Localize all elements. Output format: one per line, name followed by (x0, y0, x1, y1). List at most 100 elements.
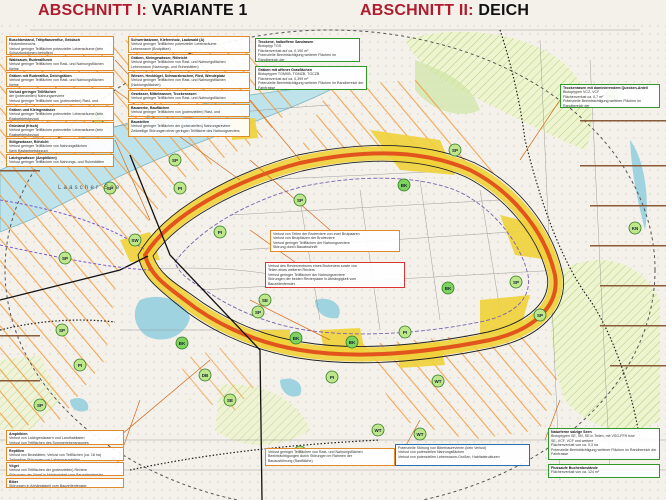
note-bottom-right-1-line: Flächenverlust von ca. 0,3 ha (551, 443, 598, 448)
lake-label: Laascher See (58, 185, 122, 191)
code-marker-label: PI (218, 230, 222, 235)
note-left-8-heading: Laichgewässer (Amphibien) (9, 156, 57, 160)
note-bottom-left-1-heading: Amphibien (9, 432, 28, 436)
code-marker: SP (33, 398, 47, 412)
code-marker: SW (128, 233, 142, 247)
code-marker: SP (251, 305, 265, 319)
code-marker-label: BK (179, 341, 186, 346)
section-2-title: ABSCHNITT II: DEICH (360, 2, 529, 20)
note-bottom-right-2-heading: Flussaufe Buchenbestände (551, 466, 598, 470)
note-bottom-mid-line: Bauausführung (Rastfläche) (268, 458, 313, 463)
note-bottom-blue-line: Potenzielle Störung von Biberbaurevieren… (398, 446, 487, 450)
note-bottom-left-3-line: Verlust von Teilflächen der (potenzielle… (9, 468, 87, 473)
dike-outer-edge (137, 144, 565, 364)
note-left-4-heading: Verlust geringer Teilflächen (9, 90, 56, 94)
code-marker: KN (628, 221, 642, 235)
note-left-3-heading: Gräben mit Ruderalflur, Deichgräben (9, 74, 72, 78)
note-left-4-line: Verlust geringer Teilflächen von (potenz… (9, 98, 99, 103)
code-marker: SP (168, 153, 182, 167)
study-area-boundary (4, 29, 656, 500)
note-left-5-line: Verlust geringer Teilflächen potenzielle… (9, 112, 104, 117)
note-green-1-line: Biotoptyp TGS (258, 44, 282, 49)
code-marker-label: PI (78, 363, 82, 368)
note-mid-4-line: Verlust geringer Teilflächen von Rast- u… (131, 96, 226, 101)
code-marker: BK (345, 335, 359, 349)
note-center-1-line: Verlust von Teilen der Brutreviere von z… (273, 232, 360, 236)
code-marker-label: SP (107, 186, 113, 191)
note-mid-2-heading: Gräben, Kleingewässer, Röhricht (131, 56, 188, 60)
code-marker: PI (213, 225, 227, 239)
code-marker-label: PI (403, 330, 407, 335)
note-green-1-line: Potenzielle Beeinträchtigung weiterer Fl… (258, 53, 336, 62)
note-bottom-left-4-heading: Biber (9, 480, 19, 484)
section-2-name: DEICH (478, 2, 530, 19)
code-marker-label: BK (349, 340, 356, 345)
note-left-8-line: Verlust geringer Teilflächen von Nahrung… (9, 160, 105, 165)
note-right-top: Trockenrasen mit dominierendem Quecken-A… (560, 84, 660, 108)
note-center-2-line: Verlust des Revierzentrums eines Brutrev… (268, 264, 357, 268)
code-marker: BK (397, 178, 411, 192)
code-marker: SP (293, 193, 307, 207)
dike-line (142, 151, 558, 357)
note-center-2: Verlust des Revierzentrums eines Brutrev… (265, 262, 405, 288)
note-mid-1-line: Lebensraum (Brutplätze) (131, 46, 171, 51)
note-bottom-left-1-line: Verlust von Laichgewässern und Landhabit… (9, 436, 85, 441)
code-marker: BK (289, 331, 303, 345)
note-mid-2-line: Verlust geringer Teilflächen von Rast- u… (131, 60, 226, 65)
code-marker: WT (431, 374, 445, 388)
note-mid-5-line: Nahrungsflächen (131, 114, 159, 117)
code-marker: SP (55, 323, 69, 337)
code-marker: SE (258, 293, 272, 307)
note-mid-1: Schwerlastzone, Kiefernholz, Laubwald (A… (128, 36, 250, 53)
section-2-number: ABSCHNITT II: (360, 2, 474, 19)
note-bottom-right-1-line: SE, VCF, VCF und weitere (551, 438, 594, 443)
code-marker: SE (223, 393, 237, 407)
note-bottom-left-2-line: Verlust von Brutstätten; Verlust von Tei… (9, 453, 102, 458)
dashed-boundary-lines (0, 199, 151, 271)
note-bottom-right-2-line: Flächenverlust von ca. 124 m² (551, 470, 600, 475)
note-center-1-line: Verlust von Brutplätzen der Brutreviere (273, 236, 335, 241)
code-marker-label: BK (293, 336, 300, 341)
section-1-title: ABSCHNITT I: VARIANTE 1 (38, 2, 248, 20)
note-left-8: Laichgewässer (Amphibien)Verlust geringe… (6, 154, 114, 167)
section-divider-lines (0, 154, 263, 500)
code-marker: SP (58, 251, 72, 265)
code-marker-label: PI (330, 375, 334, 380)
note-mid-4-heading: Gewässer, Mittelwasser, Trockenrasen (131, 92, 197, 96)
code-marker: PI (325, 370, 339, 384)
dotted-route-lines (0, 29, 641, 471)
note-left-2-line: Verlust geringer Teilflächen von Rast- u… (9, 62, 104, 71)
note-center-2-line: Teilen eines weiteren Reviers (268, 268, 315, 273)
note-mid-2-line: Lebensraum (Nahrungs- und Ruhestätten) (131, 64, 199, 69)
note-bottom-blue-line: Verlust von potenziellen Nahrungsflächen (398, 450, 465, 455)
note-mid-5-line: Verlust geringer Teilflächen von (potenz… (131, 110, 221, 115)
note-left-7-line: (kein Rastgebietsbezug) (9, 148, 48, 153)
note-left-1-line: Verlust geringer Teilflächen potenzielle… (9, 46, 104, 51)
code-marker-label: SE (262, 298, 268, 303)
note-left-6-heading: Grünland (frisch) (9, 124, 39, 128)
note-bottom-left-2-line: Zeitweilige Störungen von Lebensraumteil… (9, 457, 80, 461)
code-marker-label: SP (62, 256, 68, 261)
code-marker-label: SP (537, 313, 543, 318)
code-marker: DB (198, 368, 212, 382)
note-center-2-line: Störungen der beiden Revierpaare in Abhä… (268, 277, 357, 282)
inner-boundary-line (174, 177, 530, 335)
note-center-2-line: Verlust geringer Teilflächen der Nahrung… (268, 272, 345, 277)
note-mid-5-heading: Bauwerke, Bauflächen (131, 106, 170, 110)
note-right-top-line: Biotoptypen VCZ, VCF (563, 90, 600, 95)
note-center-1-line: Verlust geringer Teilflächen der Nahrung… (273, 240, 350, 245)
code-marker-label: SP (297, 198, 303, 203)
note-bottom-right-1-line: Fahrtrasse (551, 452, 569, 457)
